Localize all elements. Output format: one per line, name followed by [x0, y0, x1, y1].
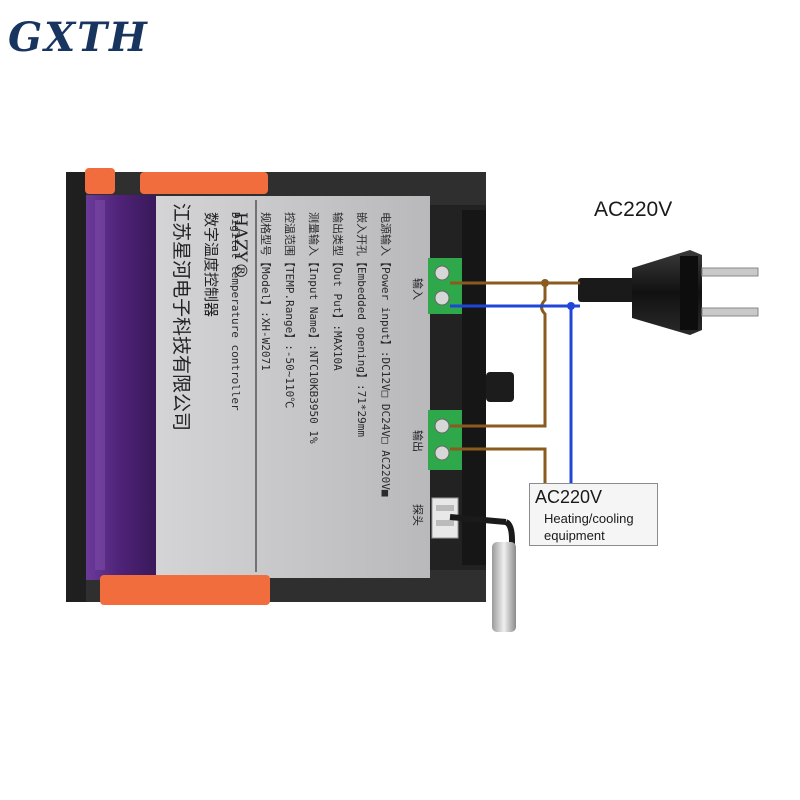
company-name: 江苏星河电子科技有限公司 [170, 203, 192, 432]
neutral-wire [450, 304, 580, 485]
power-supply-label: AC220V [594, 198, 673, 221]
load-label-box: AC220V Heating/cooling equipment [529, 483, 658, 546]
load-description-line1: Heating/cooling [544, 511, 634, 526]
input-terminal-label: 输入 [411, 278, 424, 300]
output-terminal-label: 输出 [411, 430, 424, 452]
load-voltage-label: AC220V [535, 487, 603, 507]
spec-opening: 嵌入开孔【Embedded opening】:71*29mm [355, 212, 368, 437]
product-name-cn: 数字温度控制器 [202, 212, 220, 318]
neutral-junction [567, 302, 575, 310]
adjust-knob [486, 372, 514, 402]
terminal-output [428, 410, 462, 470]
temperature-probe [449, 514, 516, 632]
probe-terminal-label: 探头 [411, 504, 424, 526]
terminal-input [428, 258, 462, 314]
live-wire [450, 281, 580, 485]
spec-output: 输出类型【Out Put】:MAX10A [331, 212, 344, 371]
power-plug [578, 250, 759, 335]
spec-temp-range: 控温范围【TEMP.Range】:-50~110℃ [283, 212, 296, 409]
mounting-clip-bottom [100, 575, 270, 605]
spec-model: 规格型号【Model】:XH-W2071 [259, 212, 272, 371]
spec-input: 测量输入【Input Name】:NTC10KB3950 1% [307, 212, 320, 444]
spec-power: 电源输入【Power input】:DC12V□ DC24V□ AC220V■ [379, 212, 392, 497]
live-junction [541, 279, 549, 287]
load-description-line2: equipment [544, 528, 605, 543]
label-plate [156, 196, 430, 578]
mounting-clip-top [85, 168, 268, 194]
brand-logo: GXTH [8, 14, 149, 61]
brand-mark: HAZY® [230, 212, 250, 280]
controller-body [66, 172, 486, 602]
